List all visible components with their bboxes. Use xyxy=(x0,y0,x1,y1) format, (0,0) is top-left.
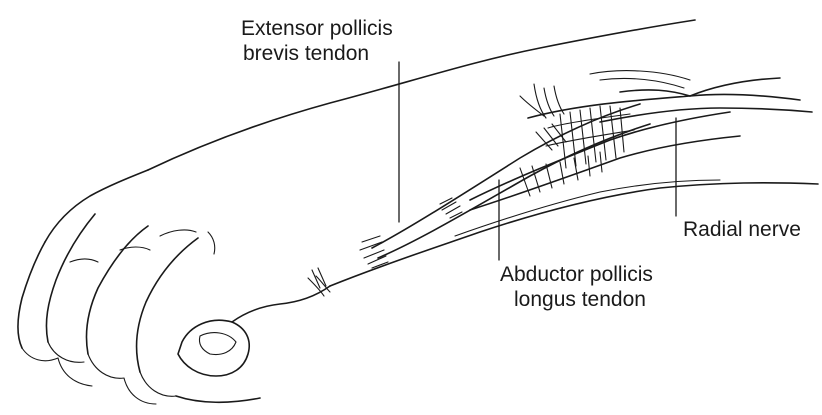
extensor-pollicis-brevis-tendon-lower xyxy=(378,124,650,258)
hand-lower-outline xyxy=(176,396,260,402)
label-extensor-pollicis-brevis-line1: Extensor pollicis xyxy=(241,16,393,41)
knuckle-creases xyxy=(70,230,215,262)
thumb-base xyxy=(232,286,330,322)
radial-nerve-branch-lower xyxy=(600,108,812,122)
thumbnail xyxy=(199,333,236,355)
fingertip-curls xyxy=(22,342,176,404)
label-radial-nerve: Radial nerve xyxy=(683,217,801,242)
finger-little xyxy=(137,238,198,372)
radial-nerve-top xyxy=(590,71,690,88)
forearm-upper-outline xyxy=(148,20,695,170)
radial-nerve-main xyxy=(528,94,800,118)
label-extensor-pollicis-brevis-line2: brevis tendon xyxy=(241,41,393,66)
thumb-outline xyxy=(178,320,249,376)
radial-nerve-branch xyxy=(620,78,780,96)
label-abductor-pollicis-longus-line1: Abductor pollicis xyxy=(500,262,653,287)
extensor-pollicis-brevis-tendon xyxy=(372,104,640,248)
finger-index xyxy=(18,242,45,348)
tendon-hatching xyxy=(360,198,462,268)
label-extensor-pollicis-brevis: Extensor pollicis brevis tendon xyxy=(241,16,393,66)
hand-dorsal-outline xyxy=(45,170,148,242)
label-abductor-pollicis-longus-line2: longus tendon xyxy=(500,287,653,312)
extensor-retinaculum-fibers xyxy=(520,84,634,196)
finger-ring xyxy=(86,226,148,354)
label-abductor-pollicis-longus: Abductor pollicis longus tendon xyxy=(500,262,653,312)
